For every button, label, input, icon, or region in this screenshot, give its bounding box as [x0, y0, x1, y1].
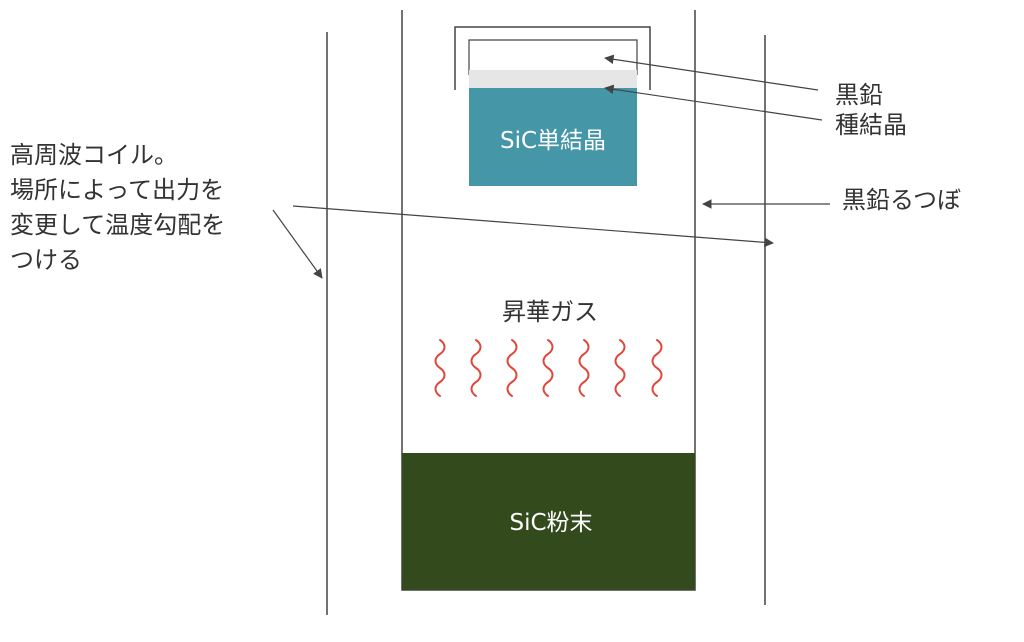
- sic-powder: [402, 453, 695, 590]
- sic-single-crystal: [469, 88, 637, 186]
- seed-crystal-layer: [469, 70, 637, 88]
- coil-note-line-3: 変更して温度勾配を: [10, 211, 225, 239]
- graphite-lid-inner: [468, 39, 638, 75]
- coil-left-arrow: [272, 209, 323, 279]
- powder-label: SiC粉末: [509, 510, 592, 536]
- gas-wave-2: [470, 339, 482, 397]
- graphite-label: 黒鉛: [835, 81, 883, 109]
- coil-note-line-1: 高周波コイル。: [10, 141, 178, 169]
- gas-wave-1: [434, 339, 446, 397]
- coil-right-arrow: [292, 205, 774, 248]
- gas-wave-5: [578, 339, 590, 397]
- gas-wave-4: [542, 339, 554, 397]
- gas-wave-3: [506, 339, 518, 397]
- graphite-lid-outer: [454, 26, 651, 90]
- gas-wave-group: [434, 339, 663, 397]
- coil-note-line-2: 場所によって出力を: [10, 176, 224, 204]
- single-crystal-label: SiC単結晶: [500, 128, 606, 154]
- graphite-arrow: [604, 54, 819, 91]
- seed-crystal-label: 種結晶: [835, 111, 907, 139]
- coil-note-line-4: つける: [10, 246, 82, 274]
- gas-wave-6: [614, 339, 626, 397]
- gas-wave-7: [651, 339, 663, 397]
- seed-crystal-arrow: [604, 84, 823, 121]
- sublimation-gas-label: 昇華ガス: [502, 298, 598, 326]
- crucible-label: 黒鉛るつぼ: [842, 186, 961, 214]
